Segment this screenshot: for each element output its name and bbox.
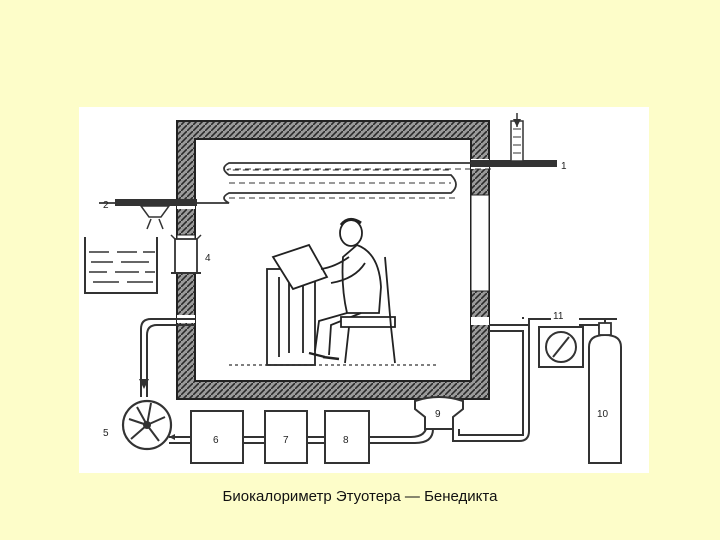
diagram-svg: 1 2 4 5 6 7 8 9 10 11 [84, 113, 622, 464]
oxygen-cylinder [588, 318, 622, 464]
calorimeter-diagram: 1 2 4 5 6 7 8 9 10 11 [79, 107, 649, 473]
label-2: 2 [103, 200, 109, 211]
absorber-8 [324, 410, 370, 464]
label-5: 5 [103, 428, 109, 439]
water-outlet-pipe [115, 199, 197, 230]
fan [121, 399, 173, 451]
absorber-6 [190, 410, 244, 464]
absorber-vessel [170, 234, 202, 274]
slide-caption: Биокалориметр Этуотера — Бенедикта [222, 488, 498, 505]
label-10: 10 [597, 409, 609, 420]
label-11: 11 [553, 311, 564, 322]
spirometer [414, 396, 464, 430]
absorber-7 [264, 410, 308, 464]
label-6: 6 [213, 435, 219, 446]
cooling-coil [99, 162, 491, 204]
label-8: 8 [343, 435, 349, 446]
absorber-boxes [190, 410, 370, 464]
water-tank [84, 237, 158, 294]
subject-at-desk [266, 218, 396, 366]
air-pipes [140, 317, 606, 444]
number-labels: 1 2 4 5 6 7 8 9 10 11 [103, 161, 609, 446]
label-7: 7 [283, 435, 289, 446]
label-1: 1 [561, 161, 567, 172]
label-9: 9 [435, 409, 441, 420]
water-inlet-pipe [471, 113, 557, 167]
label-4: 4 [205, 253, 211, 264]
pressure-gauge [538, 326, 584, 368]
